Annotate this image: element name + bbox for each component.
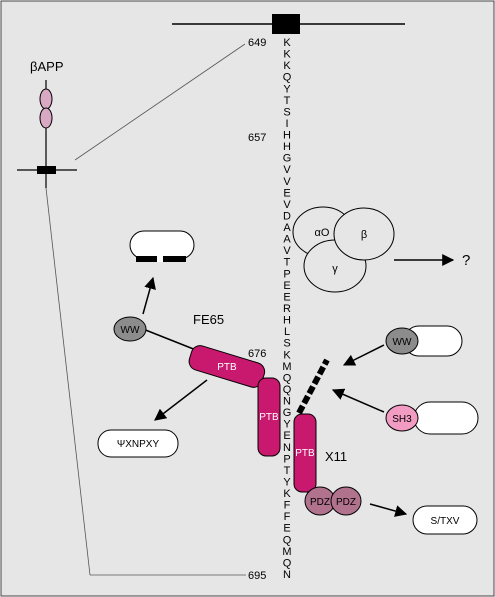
sequence-residue: D xyxy=(283,211,291,223)
fe65-ptb-label-2: PTB xyxy=(259,412,279,423)
fe65-ptb-label-1: PTB xyxy=(217,362,237,373)
arrow-ww-partner xyxy=(342,344,385,366)
ww-partner-label: WW xyxy=(393,337,412,348)
sequence-residue: R xyxy=(283,303,291,315)
stxv-motif-label: S/TXV xyxy=(431,516,460,527)
sequence-residue: E xyxy=(283,280,290,292)
sequence-residue: E xyxy=(283,523,290,535)
x11-ptb-domain xyxy=(293,413,317,493)
fe65-ww-partner-gap xyxy=(157,256,163,262)
sequence-column: KKKQYTSIHHGVVEVDAAVTPEERHLSKMQQNGYENPTYK… xyxy=(282,37,291,581)
npxy-motif-box xyxy=(97,429,179,458)
sequence-residue: Q xyxy=(283,557,292,569)
sequence-residue: Q xyxy=(283,384,292,396)
sequence-residue: K xyxy=(283,488,291,500)
bapp-lobe-upper xyxy=(39,88,53,110)
residue-number-657: 657 xyxy=(248,132,266,144)
fe65-ww-domain xyxy=(113,316,147,342)
sequence-residue: N xyxy=(283,396,291,408)
sequence-residue: K xyxy=(283,37,291,49)
sequence-residue: N xyxy=(283,442,291,454)
bapp-label: βAPP xyxy=(30,59,64,74)
sequence-residue: M xyxy=(282,546,291,558)
sequence-residue: N xyxy=(283,569,291,581)
fe65-ptb-domain-1 xyxy=(188,345,266,388)
sequence-residue: I xyxy=(285,118,288,130)
sequence-residue: S xyxy=(283,338,290,350)
fe65-ww-label: WW xyxy=(121,325,140,336)
transmembrane-block-top xyxy=(272,14,300,34)
fe65-ww-partner xyxy=(129,230,195,260)
sequence-residue: A xyxy=(283,234,291,246)
sequence-residue: G xyxy=(283,407,292,419)
ap-alpha-o-label: αO xyxy=(315,227,330,239)
sequence-residue: M xyxy=(282,361,291,373)
transmembrane-block-left xyxy=(37,166,56,174)
sh3-partner-box xyxy=(413,401,479,435)
sh3-label: SH3 xyxy=(392,414,412,425)
sequence-residue: K xyxy=(283,60,291,72)
bapp-lobe-lower xyxy=(39,107,53,129)
sequence-residue: T xyxy=(284,257,291,269)
sequence-residue: Y xyxy=(283,477,291,489)
arrow-to-stxv xyxy=(369,503,408,517)
sequence-residue: H xyxy=(283,315,291,327)
sequence-residue: G xyxy=(283,153,292,165)
sequence-residue: Q xyxy=(283,372,292,384)
x11-pdz-label-1: PDZ xyxy=(310,497,330,508)
x11-ptb-label: PTB xyxy=(295,448,315,459)
sequence-residue: P xyxy=(283,268,290,280)
sequence-residue: V xyxy=(283,245,291,257)
arrow-ww-to-partner xyxy=(142,276,156,315)
ww-partner-domain xyxy=(385,327,419,355)
sequence-residue: T xyxy=(284,95,291,107)
x11-ligand-segment xyxy=(296,358,330,415)
x11-pdz-label-2: PDZ xyxy=(336,497,356,508)
fe65-ptb-domain-2 xyxy=(257,377,281,457)
stxv-motif-box xyxy=(412,505,478,535)
x11-pdz-domain-2 xyxy=(330,486,362,516)
fe65-linker xyxy=(142,328,197,351)
sequence-residue: E xyxy=(283,291,290,303)
sequence-residue: P xyxy=(283,453,290,465)
residue-number-676: 676 xyxy=(248,348,266,360)
x11-label: X11 xyxy=(325,449,347,464)
fe65-label: FE65 xyxy=(193,312,224,327)
sequence-residue: K xyxy=(283,49,291,61)
sequence-residue: V xyxy=(283,164,291,176)
arrow-to-npxy xyxy=(154,379,208,421)
ap-beta-label: β xyxy=(361,229,367,241)
zoom-line-lower xyxy=(45,187,91,576)
zoom-line-upper xyxy=(74,43,246,161)
sequence-residue: Q xyxy=(283,534,292,546)
sequence-residue: Y xyxy=(283,83,291,95)
sequence-residue: H xyxy=(283,130,291,142)
sequence-residue: Q xyxy=(283,72,292,84)
sequence-residue: V xyxy=(283,199,291,211)
residue-number-695: 695 xyxy=(248,570,266,582)
arrow-sh3 xyxy=(331,388,385,413)
sequence-residue: K xyxy=(283,349,291,361)
sequence-residue: A xyxy=(283,222,291,234)
sh3-domain xyxy=(385,404,419,432)
sequence-residue: E xyxy=(283,187,290,199)
sequence-residue: T xyxy=(284,465,291,477)
sequence-residue: F xyxy=(284,511,291,523)
sequence-residue: F xyxy=(284,500,291,512)
ap-complex: αO β γ xyxy=(292,206,395,293)
sequence-residue: Y xyxy=(283,419,291,431)
sequence-residue: E xyxy=(283,430,290,442)
ap-beta-subunit xyxy=(333,207,395,261)
sequence-residue: L xyxy=(284,326,290,338)
question-mark: ? xyxy=(462,252,470,269)
ap-gamma-label: γ xyxy=(332,263,338,275)
sequence-residue: H xyxy=(283,141,291,153)
sequence-residue: S xyxy=(283,106,290,118)
residue-number-649: 649 xyxy=(248,37,266,49)
sequence-residue: V xyxy=(283,176,291,188)
npxy-motif-label: ΨXNPXY xyxy=(117,439,160,450)
